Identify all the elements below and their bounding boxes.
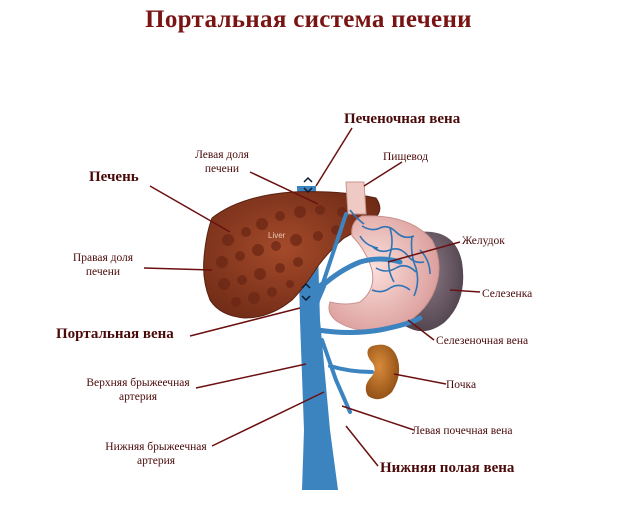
label-inferior-vena-cava: Нижняя полая вена <box>380 460 515 476</box>
label-spleen: Селезенка <box>482 288 533 300</box>
label-left-lobe-line1: Левая доля <box>195 149 249 161</box>
esophagus-tube <box>345 181 367 215</box>
liver-organ <box>203 191 381 319</box>
label-stomach: Желудок <box>462 235 505 247</box>
label-splenic-vein: Селезеночная вена <box>436 335 529 347</box>
label-liver: Печень <box>89 169 139 185</box>
label-left-renal-vein: Левая почечная вена <box>412 425 513 437</box>
leader-lines <box>143 127 481 467</box>
label-sup-mesenteric-artery: Верхняя брыжеечная артерия <box>82 376 194 405</box>
label-sup-mesenteric-line1: Верхняя брыжеечная <box>86 377 190 389</box>
label-right-lobe: Правая доля печени <box>63 251 143 280</box>
label-sup-mesenteric-line2: артерия <box>118 391 158 404</box>
label-esophagus: Пищевод <box>383 151 429 163</box>
label-hepatic-vein: Печеночная вена <box>344 111 461 127</box>
kidney-organ <box>365 344 400 400</box>
label-right-lobe-line1: Правая доля <box>72 252 134 264</box>
label-portal-vein: Портальная вена <box>56 326 174 342</box>
label-left-lobe: Левая доля печени <box>186 148 258 177</box>
label-right-lobe-line2: печени <box>85 266 121 279</box>
label-inf-mesenteric-line1: Нижняя брыжеечная <box>105 441 207 453</box>
diagram-title: Портальная система печени <box>145 6 472 33</box>
label-left-lobe-line2: печени <box>204 163 240 176</box>
liver-texture <box>216 205 364 307</box>
portal-vein-system <box>308 212 423 433</box>
label-inf-mesenteric-artery: Нижняя брыжеечная артерия <box>100 440 212 469</box>
label-inf-mesenteric-line2: артерия <box>136 455 176 468</box>
label-kidney: Почка <box>446 379 477 391</box>
flow-markers <box>301 176 313 302</box>
liver-inscription: Liver <box>268 231 286 240</box>
gastric-veins <box>349 209 431 297</box>
